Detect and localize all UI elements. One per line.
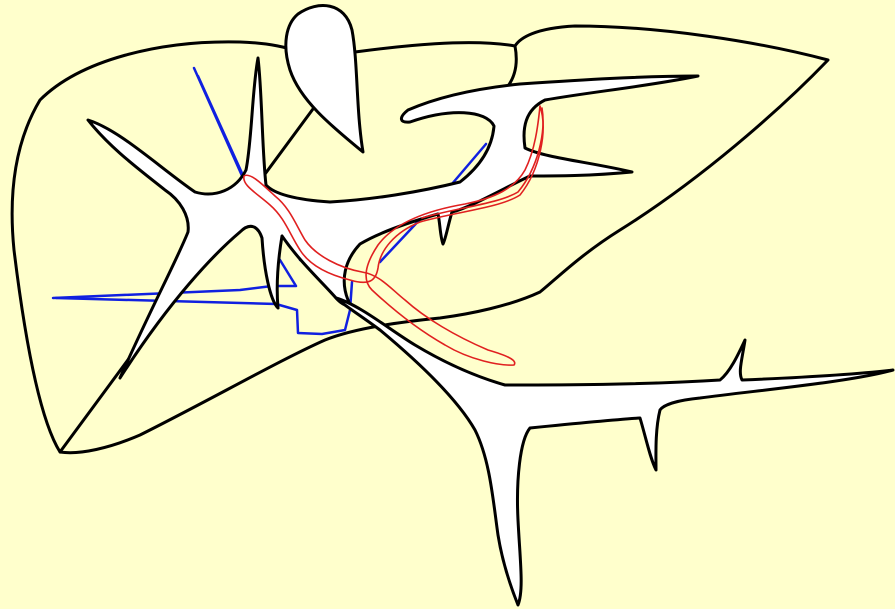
liver-fissure — [508, 46, 516, 86]
blue-vessel-branch-upper-inner — [198, 76, 246, 182]
vessel-tree-lower — [336, 298, 893, 605]
blue-vessel-trunk-lower — [56, 282, 352, 334]
